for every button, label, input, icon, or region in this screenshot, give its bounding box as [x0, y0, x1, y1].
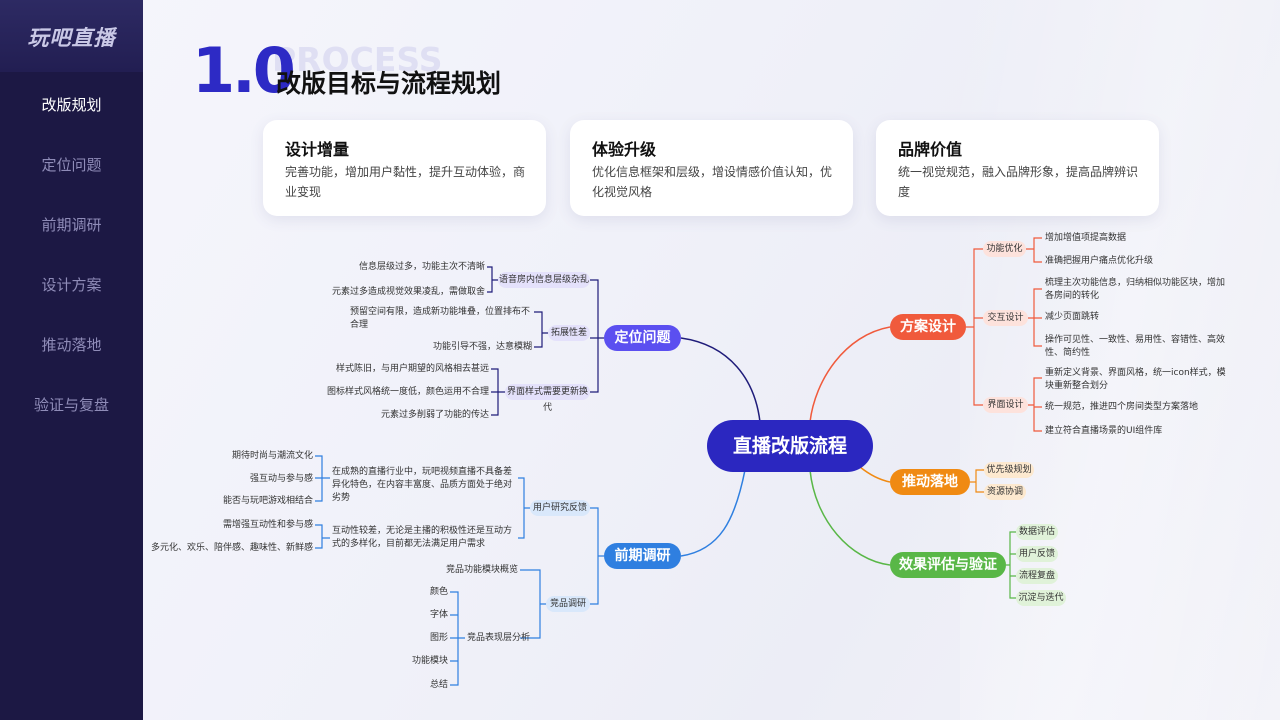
leaf-text: 总结: [429, 680, 448, 690]
leaf-text: 期待时尚与潮流文化: [231, 451, 313, 461]
goal-card-title: 体验升级: [592, 140, 657, 159]
leaf-text: 减少页面跳转: [1045, 312, 1100, 322]
connector-xiaoguo-subs: [1006, 531, 1016, 599]
leaf-text: 能否与玩吧游戏相结合: [222, 496, 313, 506]
page-title: 改版目标与流程规划: [276, 69, 502, 98]
leaf-text: 竞品表现层分析: [466, 633, 530, 643]
subtopic-pill: 拓展性差: [548, 325, 590, 341]
leaf-text: 互动性较差，无论是主播的积极性还是互动方式的多样化，目前都无法满足用户需求: [332, 526, 513, 549]
connector-qianqi-group1: [315, 455, 330, 502]
goal-card-desc: 优化信息框架和层级，增设情感价值认知，优化视觉风格: [592, 165, 833, 199]
goal-card: 品牌价值 统一视觉规范，融入品牌形象，提高品牌辨识度: [876, 120, 1159, 216]
branch-xiaoguo: 效果评估与验证: [890, 552, 1006, 578]
mindmap-root: 直播改版流程: [707, 420, 873, 472]
section-number: 1.0: [192, 34, 296, 107]
leaf-text: 图形: [429, 633, 448, 643]
subtopic-pill: 数据评估: [1016, 524, 1058, 540]
leaf-text: 元素过多造成视觉效果凌乱，需做取舍: [331, 287, 485, 297]
subtopic-pill: 界面设计: [983, 397, 1028, 413]
leaf-text: 竞品功能模块概览: [445, 565, 518, 575]
sidebar-item-qianqi[interactable]: 前期调研: [41, 216, 102, 234]
logo-band: [0, 0, 143, 72]
branch-qianqi: 前期调研: [604, 543, 681, 569]
leaf-text: 重新定义背景、界面风格，统一icon样式，模块重新整合划分: [1045, 368, 1226, 391]
subtopic-pill: 竞品调研: [546, 596, 590, 612]
connector-dingwei-sub1: [487, 266, 502, 293]
connector-qianqi-sub2: [520, 569, 548, 639]
branch-fangan: 方案设计: [890, 314, 966, 340]
connector-dingwei-subs: [590, 279, 604, 393]
subtopic-pill: 优先级规划: [984, 462, 1034, 478]
subtopic-pill: 沉淀与迭代: [1016, 590, 1066, 606]
sidebar-item-gaiban[interactable]: 改版规划: [41, 96, 102, 114]
connector-root-tuidong: [859, 466, 891, 483]
connector-qianqi-group2: [315, 524, 330, 549]
sidebar: 玩吧直播 改版规划 定位问题 前期调研 设计方案 推动落地 验证与复盘: [0, 0, 143, 720]
subtopic-pill: 功能优化: [983, 241, 1026, 257]
leaf-text: 多元化、欢乐、陪伴感、趣味性、新鲜感: [150, 543, 313, 553]
leaf-text: 功能引导不强，达意模糊: [432, 342, 532, 352]
goal-card-title: 品牌价值: [898, 140, 963, 159]
leaf-text: 预留空间有限，造成新功能堆叠，位置排布不合理: [350, 307, 531, 330]
leaf-text: 颜色: [429, 587, 448, 597]
subtopic-pill: 资源协调: [984, 484, 1026, 500]
leaf-text: 建立符合直播场景的UI组件库: [1045, 426, 1163, 436]
leaf-text: 样式陈旧，与用户期望的风格相去甚远: [335, 364, 489, 374]
leaf-text: 字体: [429, 610, 448, 620]
connector-fangan-sub2: [1028, 288, 1042, 347]
title-background-word: PROCESS: [272, 40, 443, 79]
leaf-text: 统一规范，推进四个房间类型方案落地: [1045, 402, 1199, 412]
app-logo: 玩吧直播: [27, 26, 116, 50]
subtopic-pill: 界面样式需要更新换代: [505, 384, 590, 413]
connector-qianqi-subs: [590, 507, 604, 605]
leaf-text: 增加增值项提高数据: [1045, 233, 1127, 243]
leaf-text: 梳理主次功能信息，归纳相似功能区块，增加各房间的转化: [1045, 278, 1226, 301]
goal-card: 设计增量 完善功能，增加用户黏性，提升互动体验，商业变现: [263, 120, 546, 216]
subtopic-pill: 用户研究反馈: [530, 500, 590, 516]
subtopic-pill: 交互设计: [983, 310, 1028, 326]
sidebar-item-tuidong[interactable]: 推动落地: [41, 336, 102, 354]
connector-root-qianqi: [680, 469, 746, 557]
leaf-text: 强互动与参与感: [249, 474, 313, 484]
leaf-text: 操作可见性、一致性、易用性、容错性、高效性、简约性: [1045, 335, 1226, 358]
sidebar-item-fangan[interactable]: 设计方案: [41, 276, 102, 294]
connector-qianqi-group4: [450, 591, 465, 686]
leaf-text: 在成熟的直播行业中，玩吧视频直播不具备差异化特色，在内容丰富度、品质方面处于绝对…: [332, 467, 513, 503]
branch-tuidong: 推动落地: [890, 469, 970, 495]
subtopic-pill: 用户反馈: [1016, 546, 1058, 562]
goal-card-desc: 完善功能，增加用户黏性，提升互动体验，商业变现: [285, 165, 526, 199]
goal-card-desc: 统一视觉规范，融入品牌形象，提高品牌辨识度: [898, 165, 1139, 199]
connector-root-fangan: [809, 326, 891, 423]
sidebar-item-yanzheng[interactable]: 验证与复盘: [33, 396, 109, 414]
connector-fangan-subs: [966, 248, 983, 406]
branch-dingwei: 定位问题: [604, 325, 681, 351]
connector-root-xiaoguo: [809, 469, 891, 566]
connector-fangan-sub3: [1028, 377, 1042, 432]
leaf-text: 功能模块: [411, 656, 448, 666]
sidebar-item-dingwei[interactable]: 定位问题: [41, 156, 102, 174]
connector-dingwei-sub2: [534, 311, 550, 348]
subtopic-pill: 语音房内信息层级杂乱: [498, 272, 590, 288]
goal-card-title: 设计增量: [285, 140, 350, 159]
leaf-text: 信息层级过多，功能主次不清晰: [358, 262, 485, 272]
leaf-text: 图标样式风格统一度低，颜色运用不合理: [326, 387, 489, 397]
connector-dingwei-sub3: [491, 368, 508, 416]
connector-tuidong-subs: [970, 469, 984, 493]
goal-card: 体验升级 优化信息框架和层级，增设情感价值认知，优化视觉风格: [570, 120, 853, 216]
connector-qianqi-sub1: [518, 477, 532, 539]
leaf-text: 需增强互动性和参与感: [222, 520, 313, 530]
subtopic-pill: 流程复盘: [1016, 568, 1058, 584]
connector-root-dingwei: [680, 337, 761, 423]
leaf-text: 元素过多削弱了功能的传达: [380, 410, 489, 420]
leaf-text: 准确把握用户痛点优化升级: [1045, 256, 1154, 266]
connector-fangan-sub1: [1026, 237, 1042, 263]
